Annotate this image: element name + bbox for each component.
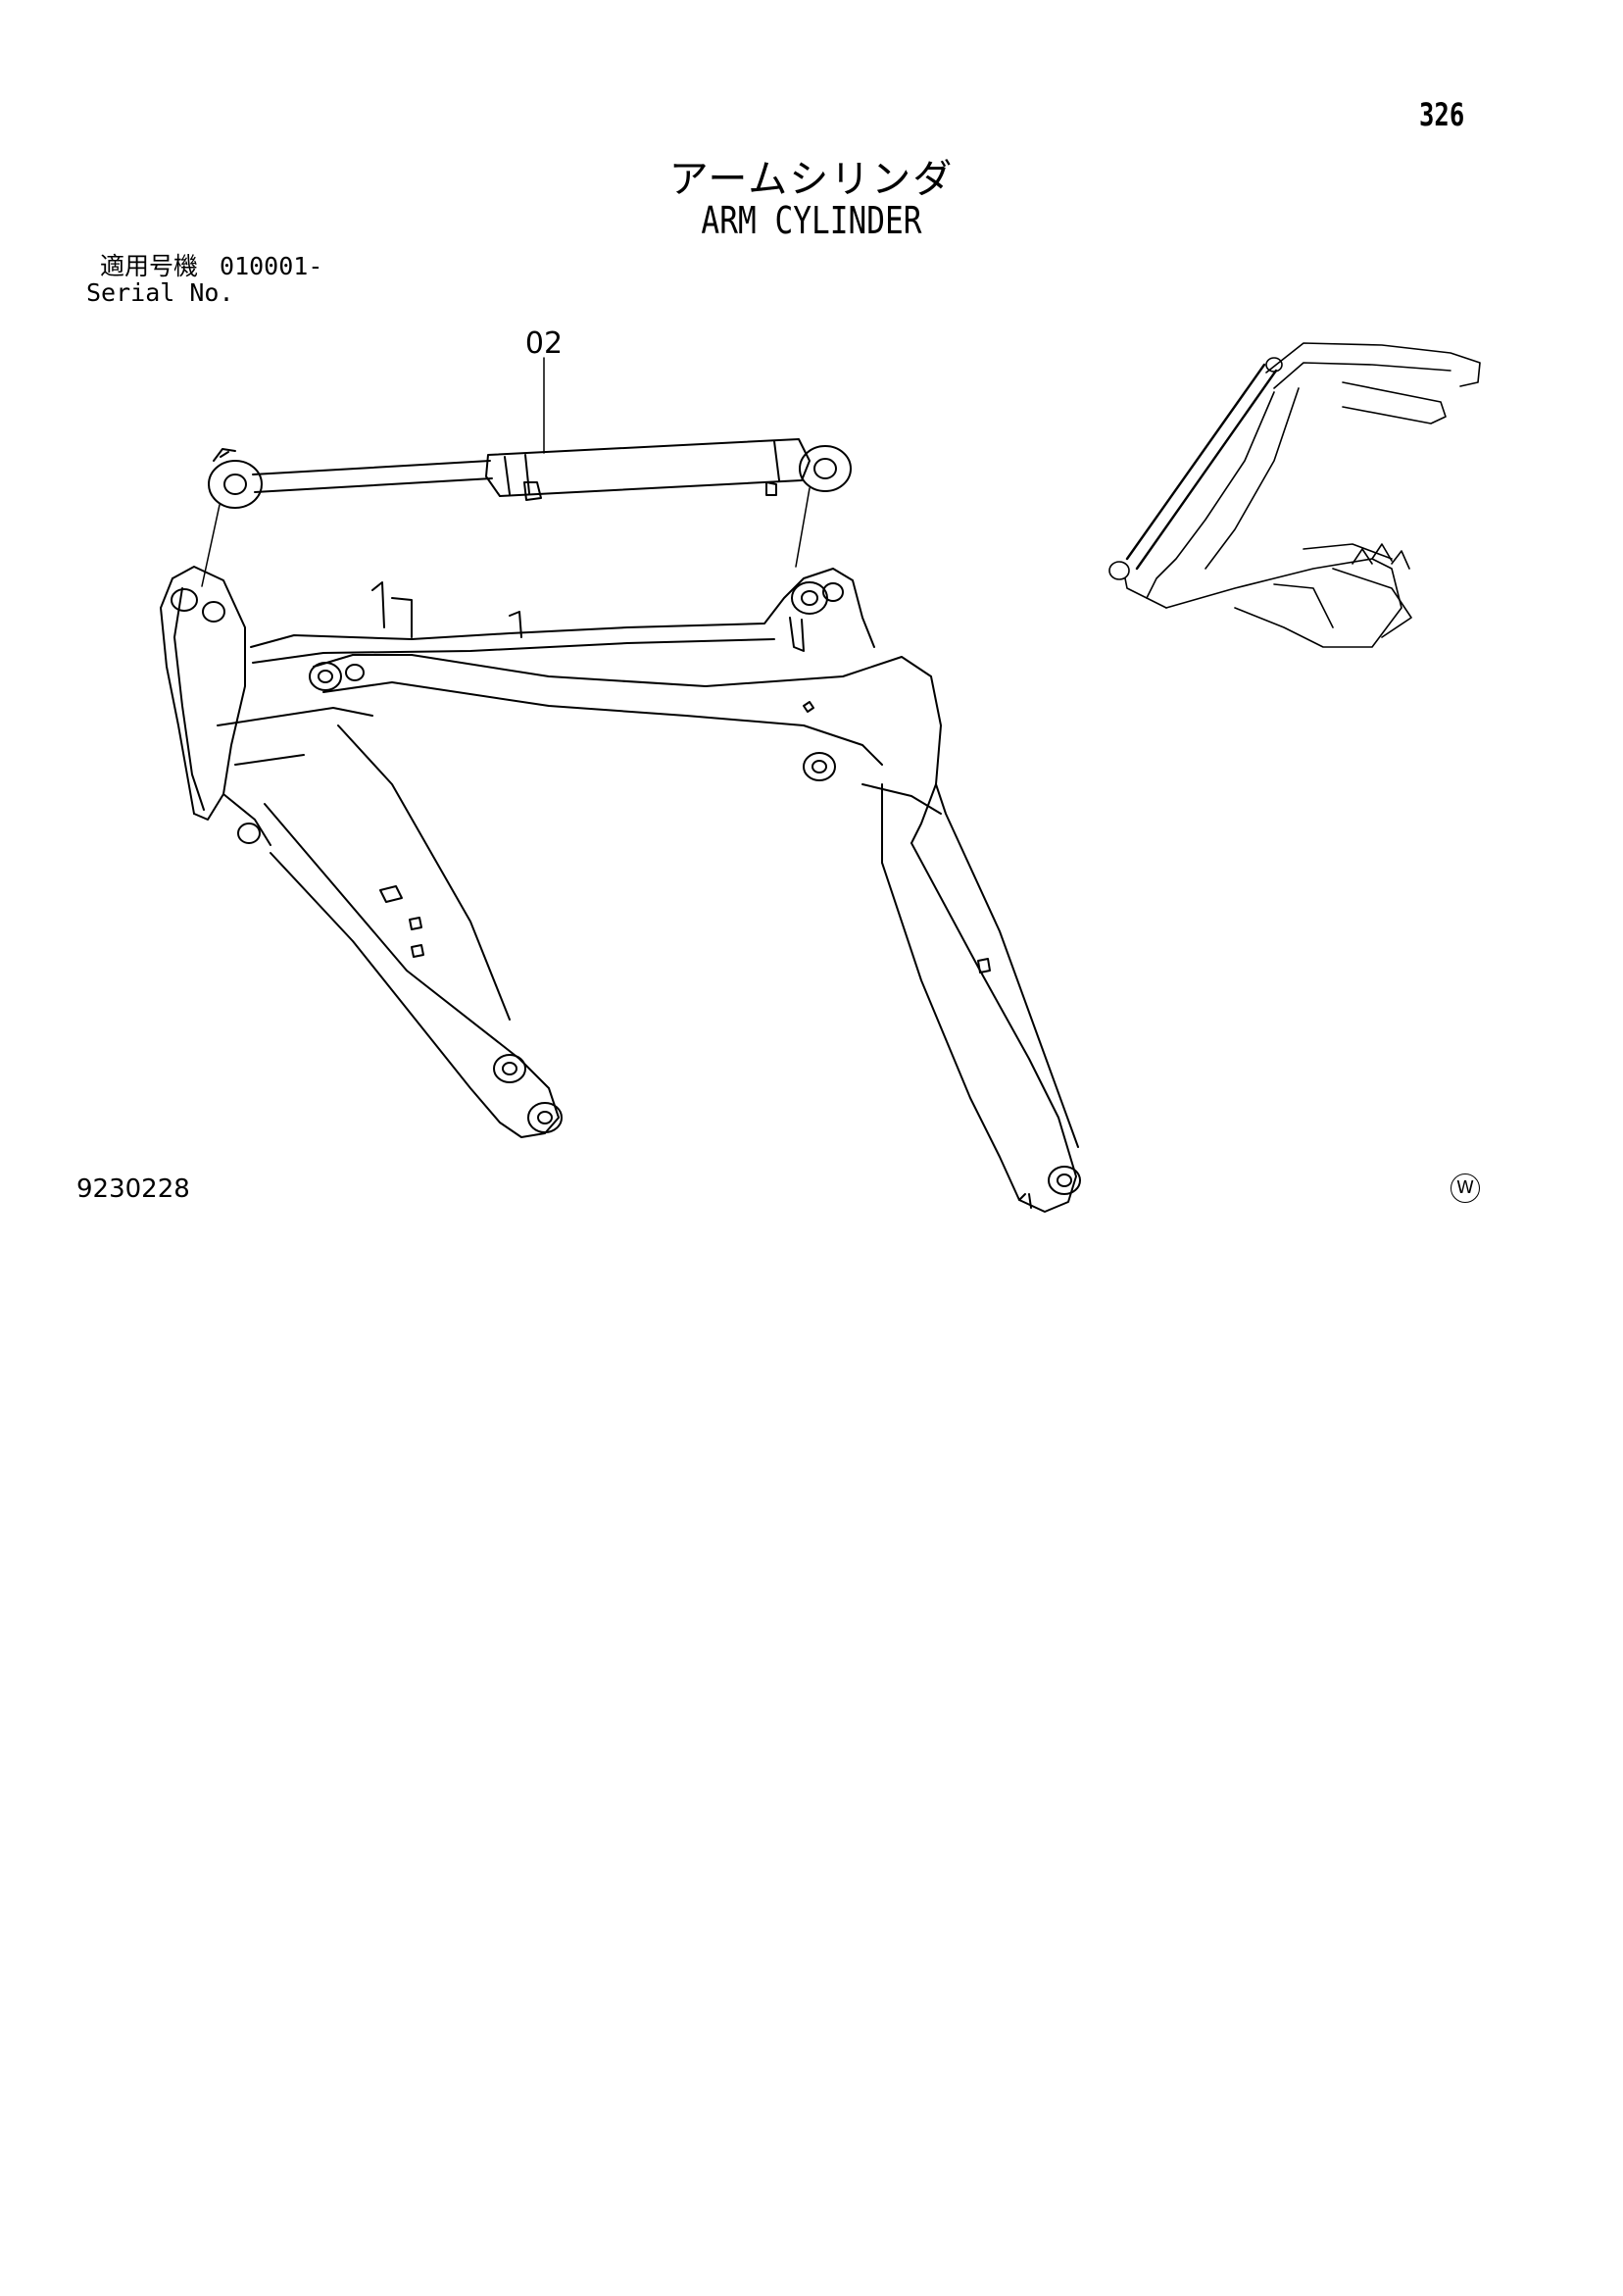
key-view <box>1108 342 1481 648</box>
title-japanese: アームシリンダ <box>668 157 955 202</box>
serial-label-english: Serial No. <box>86 278 234 307</box>
serial-value: 010001- <box>220 252 323 280</box>
arm-cylinder <box>201 357 852 587</box>
w-mark: W <box>1451 1173 1480 1203</box>
page-number: 326 <box>1419 96 1465 133</box>
serial-label-japanese: 適用号機 <box>100 252 199 280</box>
callout-02: 02 <box>525 326 563 361</box>
arm-body <box>160 566 1081 1213</box>
title-english: ARM CYLINDER <box>701 199 922 242</box>
figure-number: 9230228 <box>76 1174 190 1204</box>
serial-block: 適用号機 010001- Serial No. <box>86 253 322 306</box>
